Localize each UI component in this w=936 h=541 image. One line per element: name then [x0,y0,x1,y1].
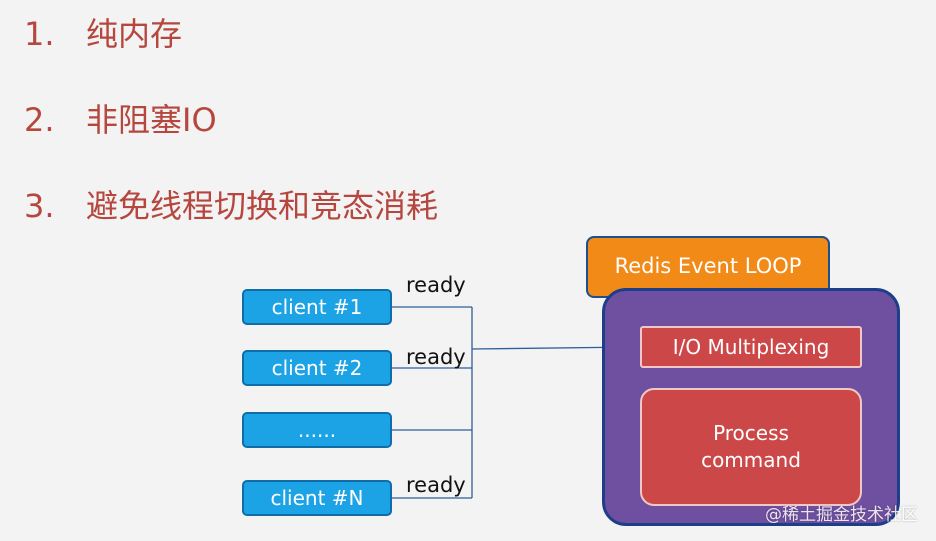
event-loop-header: Redis Event LOOP [586,236,830,298]
point-2-number: 2. [24,101,55,139]
point-1-number: 1. [24,15,55,53]
watermark: @稀土掘金技术社区 [765,505,918,525]
process-command-box: Process command [640,388,862,506]
io-multiplexing-box: I/O Multiplexing [640,326,862,368]
ready-label-2: ready [406,345,466,369]
point-2-text: 非阻塞IO [86,101,217,139]
ready-label-1: ready [406,273,466,297]
client-n-box: client #N [242,480,392,516]
process-command-label: Process command [701,421,801,472]
point-1: 1. 纯内存 [24,14,182,54]
ready-label-3: ready [406,473,466,497]
point-3: 3. 避免线程切换和竞态消耗 [24,186,438,226]
point-3-number: 3. [24,187,55,225]
point-2: 2. 非阻塞IO [24,100,217,140]
point-3-text: 避免线程切换和竞态消耗 [86,187,439,225]
client-2-box: client #2 [242,350,392,386]
client-1-box: client #1 [242,289,392,325]
point-1-text: 纯内存 [86,15,183,53]
client-ellipsis-box: ...... [242,412,392,448]
